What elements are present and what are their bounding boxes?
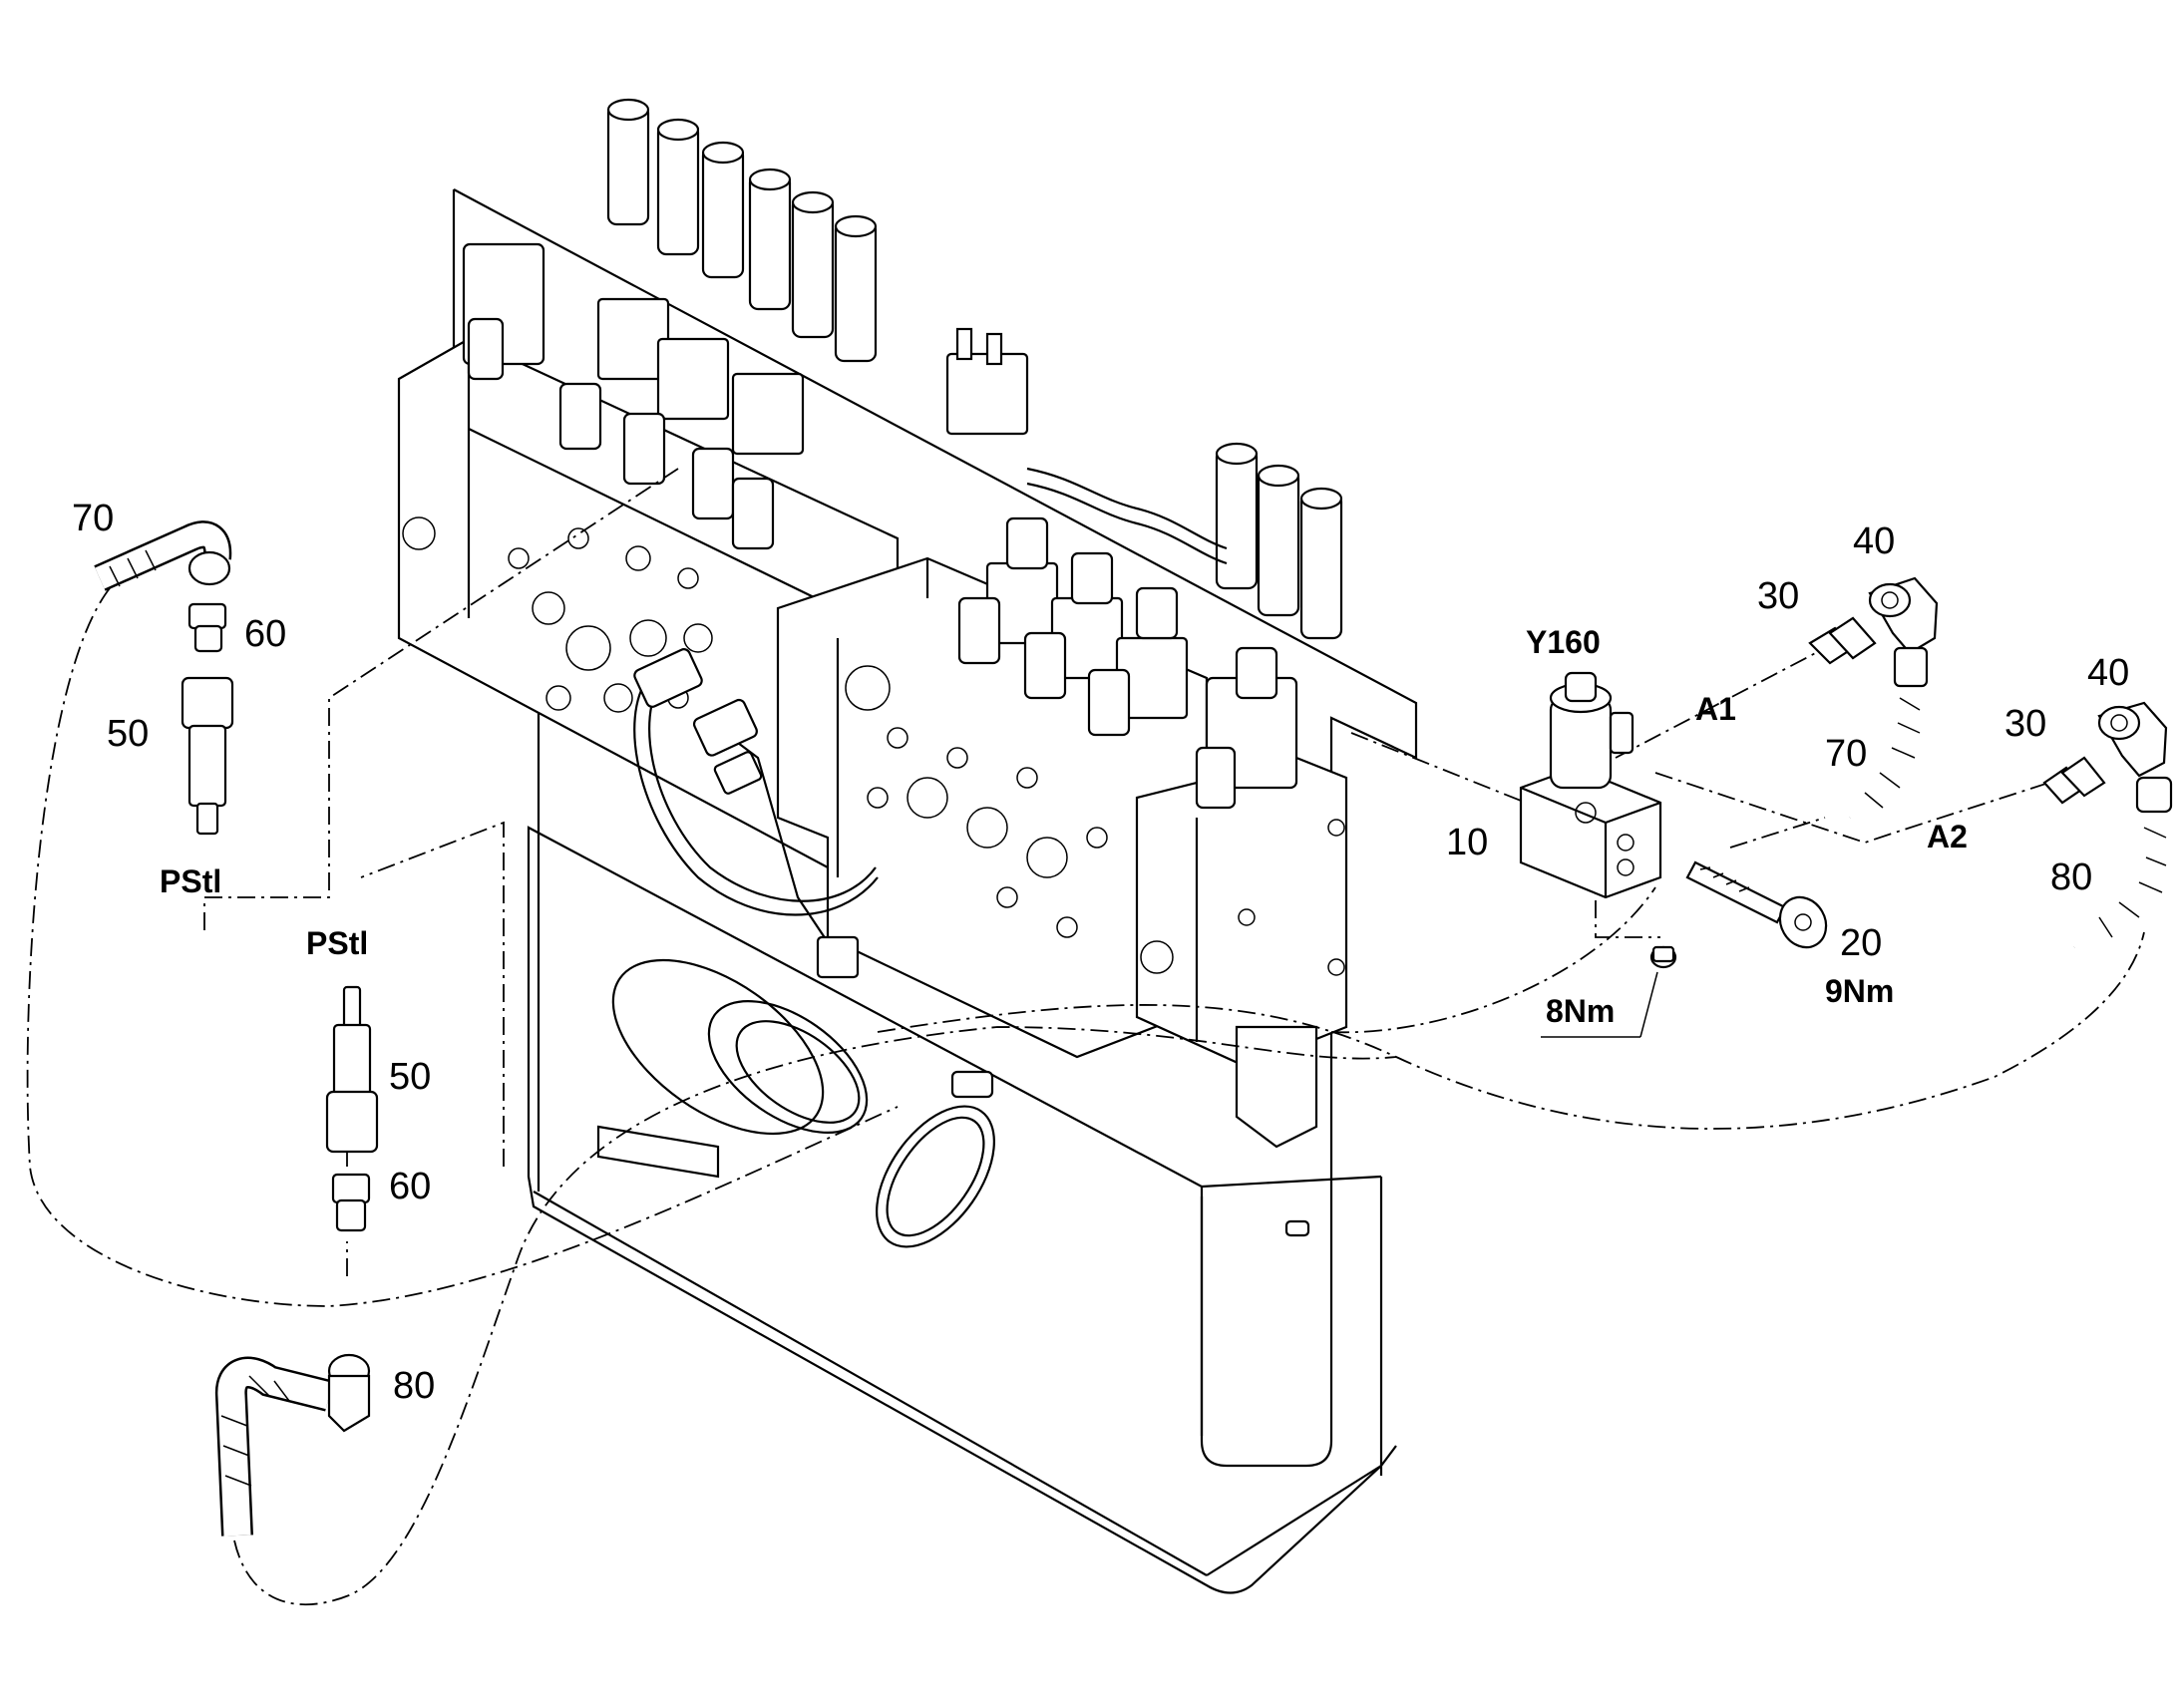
callout-30-b: 30: [2004, 703, 2046, 745]
fitting-30-a: [1808, 616, 1877, 665]
bolt-20: [1685, 860, 1828, 949]
label-torque-9nm: 9Nm: [1825, 973, 1894, 1009]
label-a1: A1: [1695, 691, 1736, 727]
label-y160: Y160: [1526, 624, 1601, 660]
elbow-40-a: [1868, 576, 1939, 655]
callout-40-b: 40: [2087, 652, 2129, 694]
callout-20: 20: [1840, 922, 1882, 964]
solenoid-valve-y160: [1519, 671, 1662, 899]
callout-60-mid: 60: [389, 1166, 431, 1207]
solenoid-row-top: [606, 98, 878, 363]
valve-section-left: [397, 242, 900, 869]
internal-hoses: [633, 467, 1228, 979]
hose-80-right: [2069, 776, 2173, 957]
callout-10: 10: [1446, 822, 1488, 863]
callout-50-left: 50: [107, 713, 149, 755]
label-a2: A2: [1927, 819, 1968, 854]
callout-70-left: 70: [72, 498, 114, 539]
hose-80-left: [214, 1353, 371, 1537]
fitting-30-b: [2042, 756, 2106, 805]
solenoid-row-right: [945, 327, 1343, 640]
label-pstl-left: PStl: [160, 863, 221, 899]
callout-40-a: 40: [1853, 520, 1895, 562]
callout-50-mid: 50: [389, 1056, 431, 1098]
callout-labels: 70 60 50 PStl PStl 50 60 80 Y160 10 30 4…: [72, 498, 2129, 1407]
hose-70-right: [1843, 646, 1929, 827]
leader-lines: [26, 468, 2145, 1606]
hose-loops: [596, 958, 995, 1248]
valve-section-right: [1135, 646, 1348, 1149]
callout-30-a: 30: [1757, 575, 1799, 617]
callout-80-mid: 80: [393, 1365, 435, 1407]
fitting-60-mid: [331, 1173, 371, 1232]
callout-60-left: 60: [244, 613, 286, 655]
control-valve-assembly: [397, 98, 1418, 1594]
valve-section-middle: [776, 516, 1209, 1059]
fitting-50-left: [181, 676, 234, 836]
callout-80-right: 80: [2050, 856, 2092, 898]
label-pstl-mid: PStl: [306, 925, 368, 961]
callout-70-right: 70: [1825, 733, 1867, 775]
fitting-60-left: [187, 602, 227, 653]
label-torque-8nm: 8Nm: [1546, 993, 1615, 1029]
plug-8nm: [1649, 945, 1677, 969]
hose-70-left: [94, 520, 232, 591]
fitting-50-mid: [325, 985, 379, 1154]
elbow-40-b: [2097, 701, 2168, 778]
